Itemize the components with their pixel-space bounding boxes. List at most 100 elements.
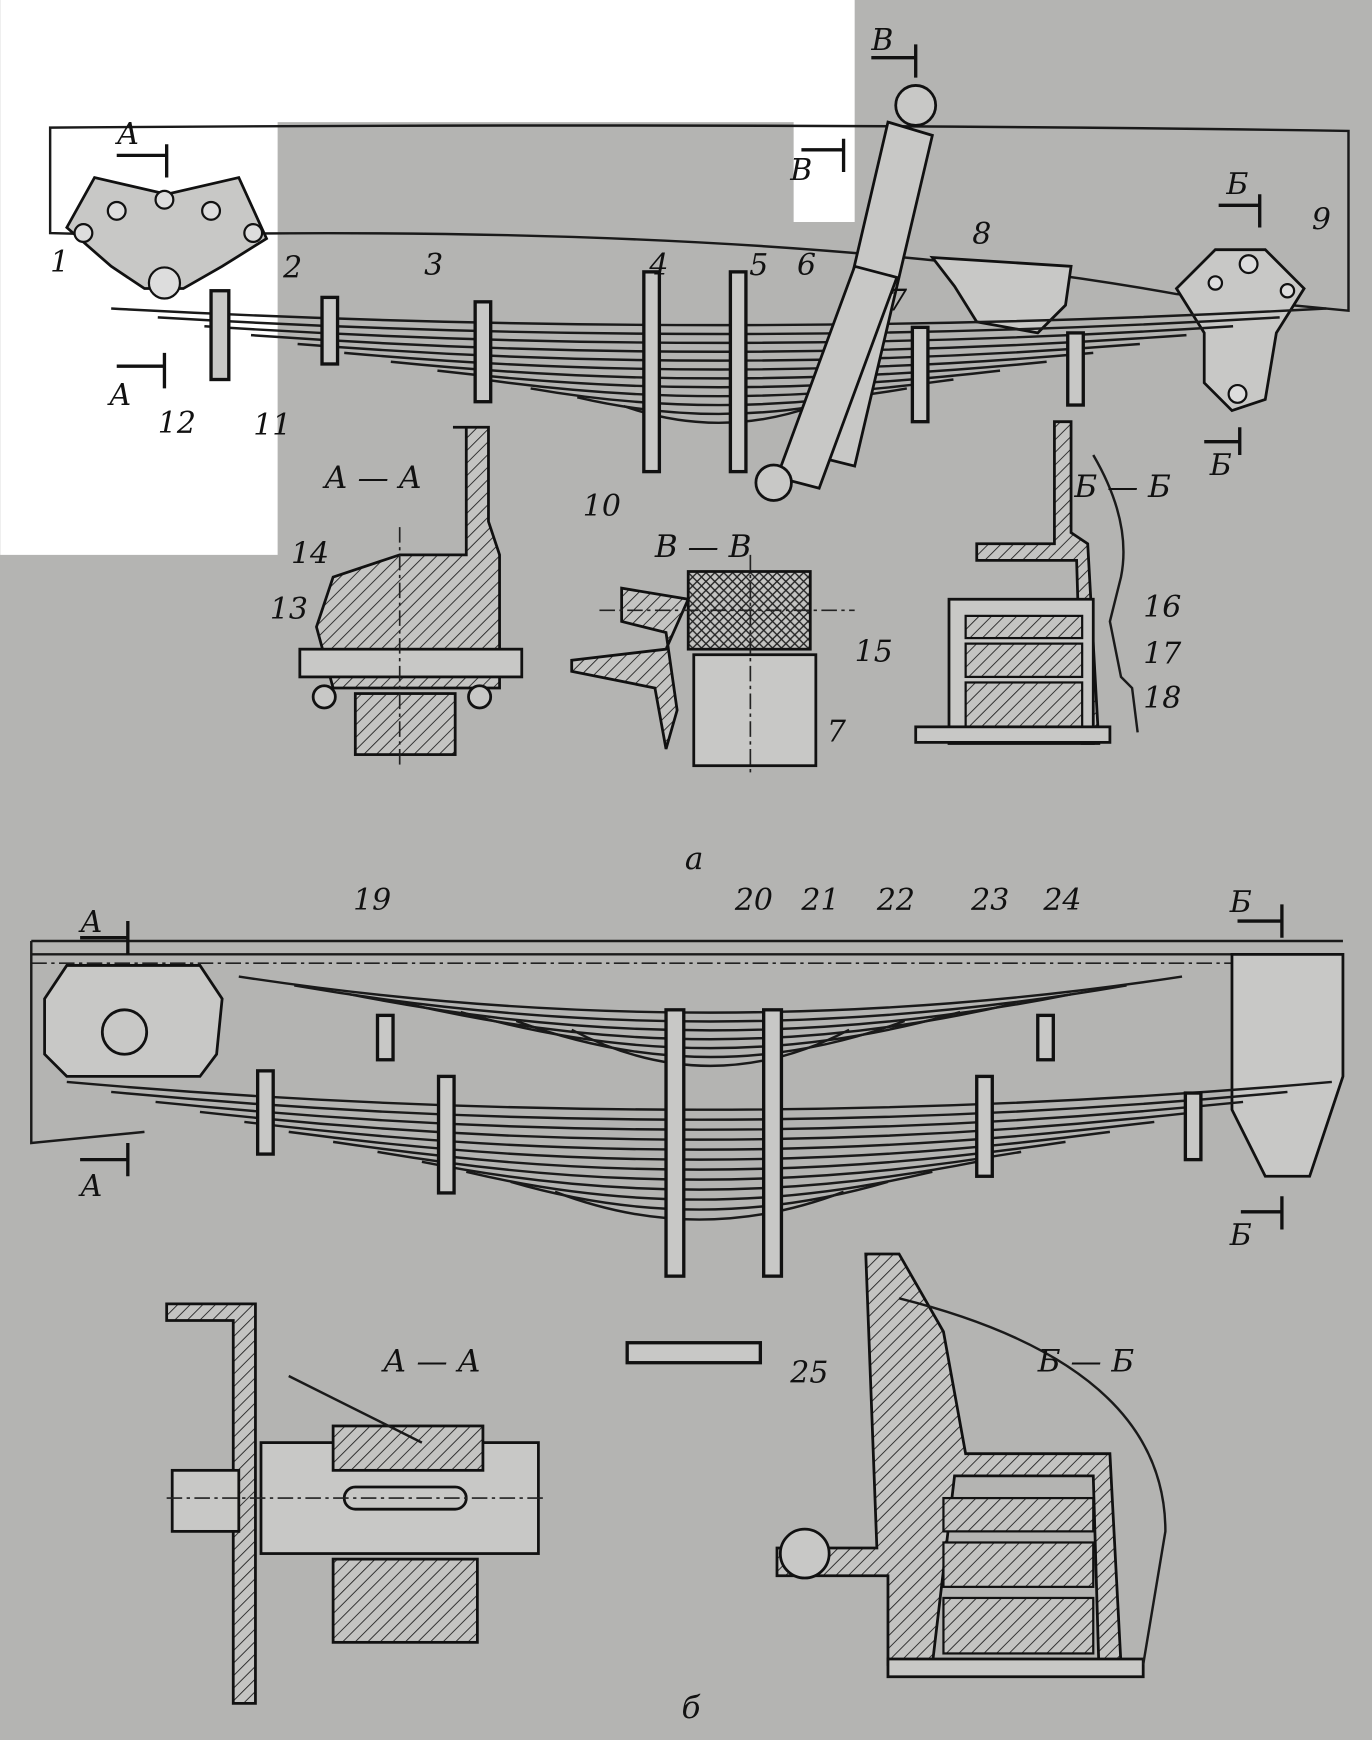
spring-pin [100,1008,149,1056]
section-mark-v: В [870,23,893,58]
subfigure-label-a: а [685,841,704,877]
spring-leaf [344,351,1094,371]
callout-16: 16 [1143,590,1181,625]
section-mark-a: А [107,378,132,413]
callout-12: 12 [158,406,196,441]
section-mark-a: А [78,1169,103,1204]
callout-21: 21 [800,883,839,918]
figure-b [30,939,1345,1705]
callout-6: 6 [797,248,816,283]
spring-clip [209,289,231,382]
spring-leaf [571,1028,850,1068]
section-title: Б — Б [1073,469,1171,505]
callout-9: 9 [1312,203,1331,238]
spring-leaf [244,1120,1155,1151]
callout-18: 18 [1143,681,1181,716]
section-aa-b [165,1302,544,1705]
spring-leaf [294,984,1127,1023]
section-mark-b: Б [1229,885,1252,920]
spring-clips-b [255,1008,1203,1365]
spring-leaf [66,1080,1332,1111]
spring-clip [1066,331,1085,407]
section-mark-v: В [789,153,812,188]
callout-11: 11 [253,408,291,443]
spring-leaf [238,975,1183,1014]
spring-leaf [111,1090,1288,1121]
spring-clip [910,325,930,424]
section-mark-a: А [115,117,140,152]
callout-3: 3 [424,248,443,283]
helper-spring-b [238,975,1183,1068]
callout-10: 10 [583,489,621,524]
callout-23: 23 [970,883,1009,918]
spring-leaf [554,1190,845,1221]
section-title: В — В [654,529,751,565]
spring-leaf [465,1170,933,1201]
section-aa-a [298,425,524,766]
callout-4: 4 [648,248,668,283]
spring-clip [320,295,340,366]
spring-clip [436,1074,456,1195]
leaf-spring-a [111,307,1327,424]
callout-8: 8 [972,217,991,252]
callout-2: 2 [282,250,302,285]
figure-a [48,84,1350,777]
section-bb-b [775,1252,1167,1679]
spring-clips [209,270,1085,474]
bump-stop [929,255,1073,335]
spring-leaf [111,307,1327,327]
callout-15: 15 [855,634,893,669]
section-mark-b: Б [1209,448,1232,483]
spring-leaf [460,1010,961,1050]
spring-leaf [297,342,1140,362]
u-bolt [642,270,662,474]
callout-20: 20 [734,883,773,918]
u-bolt [762,1008,784,1278]
subfigure-label-b: б [682,1690,702,1726]
rear-bracket-bolts [1207,254,1296,404]
section-mark-b: Б [1229,1218,1252,1253]
callout-22: 22 [876,883,915,918]
section-title: А — А [381,1344,481,1380]
rear-bracket-b [1230,952,1345,1178]
spring-leaf [421,1160,977,1191]
spring-leaf [199,1110,1199,1141]
spring-clip [975,1074,994,1178]
spring-leaf [155,1100,1244,1131]
spring-leaf [250,333,1187,353]
bracket-bolts [73,189,264,300]
frame-rail [48,124,1350,313]
section-mark-a: А [78,905,103,940]
section-title: А — А [322,460,422,496]
frame-rail-b [31,939,1343,956]
callout-24: 24 [1042,883,1081,918]
spring-leaf [515,1019,906,1059]
white-paper-region [0,0,855,555]
spring-clip [1036,1013,1055,1062]
shock-absorber [754,84,938,502]
spring-clip [1183,1091,1203,1162]
section-bb-a [914,420,1139,745]
callout-17: 17 [1143,637,1182,672]
callout-7: 7 [888,284,908,319]
u-bolt-plate [625,1341,763,1365]
spring-clip [375,1013,395,1062]
spring-clip [473,300,493,404]
u-bolt [728,270,748,474]
callout-13: 13 [270,592,308,627]
text-labels: А А В В Б Б А А Б Б А — А В — В Б — Б А … [78,23,1252,1726]
main-spring-b [66,1080,1332,1221]
callout-1: 1 [50,245,69,280]
spring-leaf [349,993,1072,1032]
callout-5: 5 [749,248,768,283]
callout-19: 19 [353,883,391,918]
spring-leaf [483,378,954,398]
callout-7-section: 7 [827,714,847,749]
section-title: Б — Б [1037,1344,1135,1380]
section-vv [570,554,855,777]
spring-clip [255,1069,275,1156]
callout-14: 14 [291,537,329,572]
